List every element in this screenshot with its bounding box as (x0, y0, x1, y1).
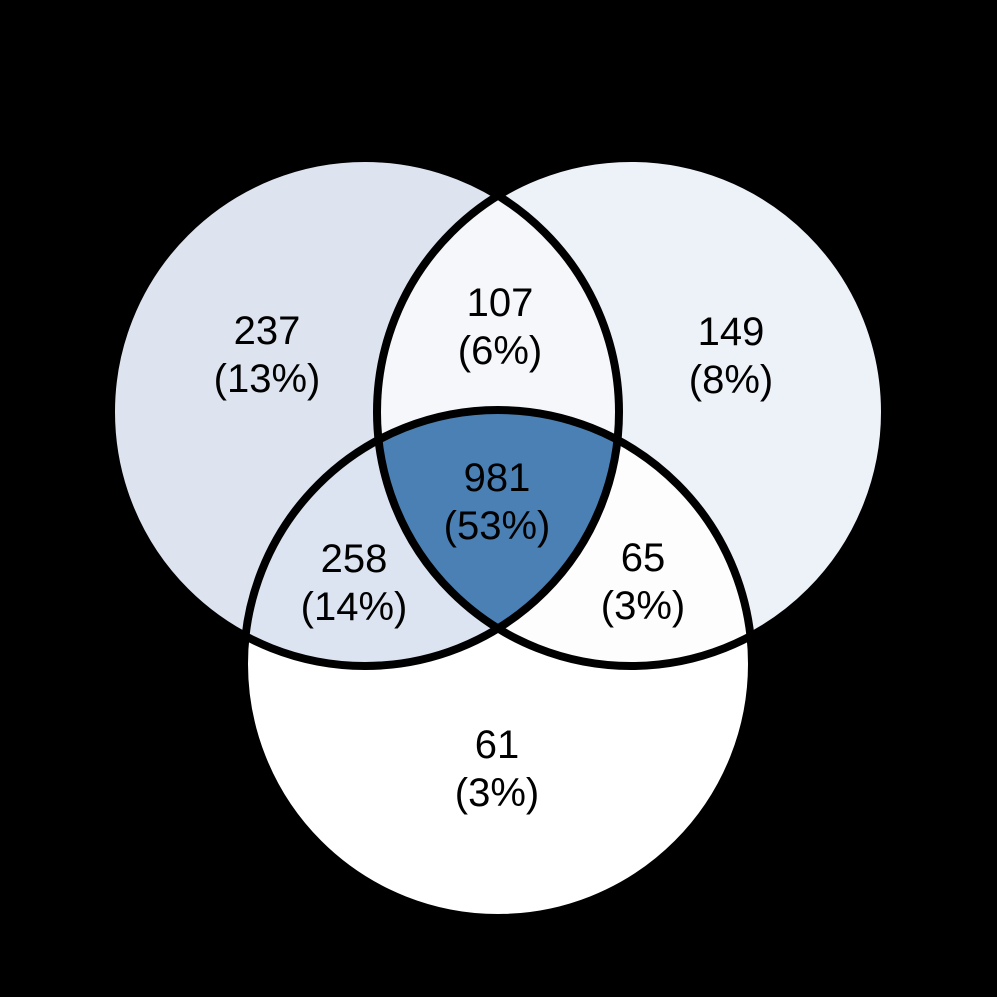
venn-label-left-bottom-overlap-count: 258 (321, 537, 388, 581)
venn-label-center-all-count: 981 (464, 456, 531, 500)
venn-label-left-bottom-overlap-percent: (14%) (301, 585, 408, 629)
venn-label-top-overlap-count: 107 (467, 281, 534, 325)
venn-label-left-only: 237 (13%) (214, 309, 321, 401)
venn-label-left-only-percent: (13%) (214, 357, 321, 401)
venn-label-left-bottom-overlap: 258 (14%) (301, 537, 408, 629)
venn-label-right-bottom-overlap-count: 65 (621, 536, 666, 580)
venn-label-bottom-only-count: 61 (475, 723, 520, 767)
venn-label-left-only-count: 237 (234, 309, 301, 353)
venn-label-bottom-only-percent: (3%) (455, 771, 539, 815)
venn-label-right-only: 149 (8%) (689, 310, 773, 402)
venn-label-right-bottom-overlap: 65 (3%) (601, 536, 685, 628)
venn-label-right-only-count: 149 (698, 310, 765, 354)
venn-circle-right-outline (373, 154, 889, 670)
venn-label-center-all: 981 (53%) (444, 456, 551, 548)
venn-label-bottom-only: 61 (3%) (455, 723, 539, 815)
venn-circle-left-outline (107, 154, 623, 670)
venn-label-top-overlap: 107 (6%) (458, 281, 542, 373)
venn-circle-bottom-outline (240, 406, 756, 922)
venn-label-center-all-percent: (53%) (444, 504, 551, 548)
venn-label-right-bottom-overlap-percent: (3%) (601, 584, 685, 628)
venn-label-right-only-percent: (8%) (689, 358, 773, 402)
venn-label-top-overlap-percent: (6%) (458, 329, 542, 373)
